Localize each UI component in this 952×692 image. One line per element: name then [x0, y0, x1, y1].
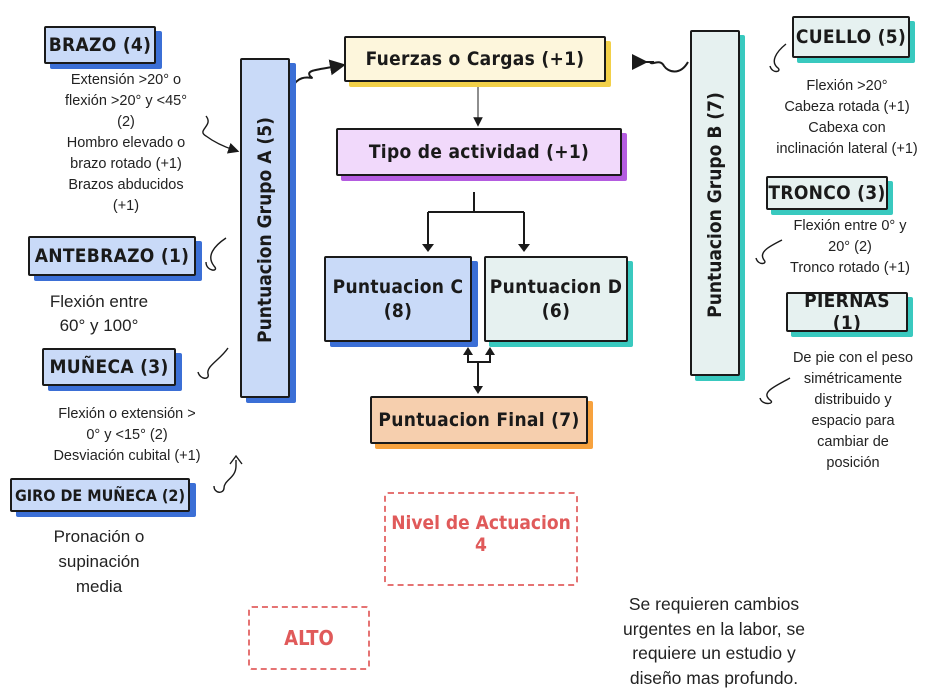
tronco-note-line: 20° (2): [828, 239, 872, 255]
curl-arrow-groupB: [649, 61, 689, 73]
group-a-title: Puntuacion Grupo A (5): [254, 117, 276, 343]
mensaje-line: requiere un estudio y: [632, 643, 796, 663]
piernas-note-line: espacio para: [811, 413, 895, 429]
cuello-note-line: Cabexa con: [808, 120, 886, 136]
curl-giro: [213, 465, 237, 493]
fuerzas-box: Fuerzas o Cargas (+1): [344, 36, 606, 82]
merge-arrowheads: [463, 347, 495, 394]
nivel-actuacion-stamp: Nivel de Actuacion 4: [384, 492, 578, 586]
brazo-note-line: flexión >20° y <45°: [64, 93, 188, 109]
nivel-actuacion-title: Nivel de Actuacion: [391, 512, 571, 534]
piernas-note-line: posición: [826, 455, 880, 471]
group-b-title: Puntuacion Grupo B (7): [704, 92, 726, 318]
antebrazo-note-line: 60° y 100°: [59, 316, 139, 335]
giro-note-line: Pronación o: [53, 527, 145, 546]
curl-antebrazo: [205, 237, 227, 271]
puntuacion-c-value: (8): [383, 300, 413, 322]
cuello-notes: Flexión >20° Cabeza rotada (+1) Cabexa c…: [742, 76, 952, 160]
cuello-note-line: inclinación lateral (+1): [776, 141, 918, 157]
brazo-note-line: Extensión >20° o: [70, 72, 182, 88]
muneca-note-line: Desviación cubital (+1): [53, 448, 201, 464]
riesgo-stamp: ALTO: [248, 606, 370, 670]
mensaje-line: Se requieren cambios: [628, 594, 800, 614]
actividad-box: Tipo de actividad (+1): [336, 128, 622, 176]
muneca-label: MUÑECA (3): [42, 348, 176, 386]
piernas-label: PIERNAS (1): [786, 290, 908, 334]
group-b-box: Puntuacion Grupo B (7): [690, 30, 740, 376]
branch-lines: [427, 192, 525, 246]
giro-muneca-label: GIRO DE MUÑECA (2): [10, 478, 190, 512]
curl-cuello: [769, 43, 787, 73]
brazo-note-line: (+1): [112, 198, 140, 214]
tronco-note-line: Flexión entre 0° y: [793, 218, 907, 234]
antebrazo-label: ANTEBRAZO (1): [28, 236, 196, 276]
muneca-note-line: Flexión o extensión >: [58, 406, 196, 422]
puntuacion-c-title: Puntuacion C: [332, 276, 464, 298]
cuello-label: CUELLO (5): [792, 16, 910, 58]
piernas-note-line: De pie con el peso: [792, 350, 914, 366]
brazo-notes: Extensión >20° o flexión >20° y <45° (2)…: [20, 70, 232, 217]
giro-note-line: media: [75, 577, 123, 596]
puntuacion-d-value: (6): [541, 300, 571, 322]
antebrazo-notes: Flexión entre 60° y 100°: [14, 290, 184, 338]
curl-muneca: [197, 347, 229, 379]
piernas-note-line: simétricamente: [803, 371, 903, 387]
brazo-note-line: (2): [117, 114, 135, 130]
muneca-notes: Flexión o extensión > 0° y <15° (2) Desv…: [14, 404, 240, 467]
piernas-note-line: cambiar de: [817, 434, 889, 450]
brazo-note-line: brazo rotado (+1): [70, 156, 182, 172]
branch-arrowheads: [422, 244, 530, 252]
tronco-notes: Flexión entre 0° y 20° (2) Tronco rotado…: [750, 216, 950, 279]
cuello-note-line: Flexión >20°: [806, 78, 888, 94]
tronco-note-line: Tronco rotado (+1): [790, 260, 910, 276]
mensaje-line: diseño mas profundo.: [629, 667, 799, 688]
cuello-note-line: Cabeza rotada (+1): [784, 99, 910, 115]
tronco-label: TRONCO (3): [766, 176, 888, 210]
resultado-mensaje: Se requieren cambios urgentes en la labo…: [566, 592, 862, 690]
giro-notes: Pronación o supinación media: [14, 524, 184, 599]
curl-arrow-groupA: [291, 59, 346, 89]
piernas-note-line: distribuido y: [814, 392, 892, 408]
merge-lines: [467, 352, 491, 388]
curl-brazo: [202, 115, 240, 154]
puntuacion-d-title: Puntuacion D: [489, 276, 623, 298]
piernas-notes: De pie con el peso simétricamente distri…: [760, 348, 946, 474]
mensaje-line: urgentes en la labor, se: [623, 618, 805, 639]
group-a-box: Puntuacion Grupo A (5): [240, 58, 290, 398]
giro-note-line: supinación: [58, 552, 140, 571]
curl-tronco: [755, 239, 783, 265]
curl-piernas: [759, 377, 791, 405]
antebrazo-note-line: Flexión entre: [49, 292, 149, 311]
brazo-label: BRAZO (4): [44, 26, 156, 64]
puntuacion-final-box: Puntuacion Final (7): [370, 396, 588, 444]
muneca-note-line: 0° y <15° (2): [86, 427, 168, 443]
brazo-note-line: Brazos abducidos: [68, 177, 184, 193]
puntuacion-d-box: Puntuacion D (6): [484, 256, 628, 342]
brazo-note-line: Hombro elevado o: [66, 135, 186, 151]
puntuacion-c-box: Puntuacion C (8): [324, 256, 472, 342]
nivel-actuacion-value: 4: [475, 534, 487, 556]
